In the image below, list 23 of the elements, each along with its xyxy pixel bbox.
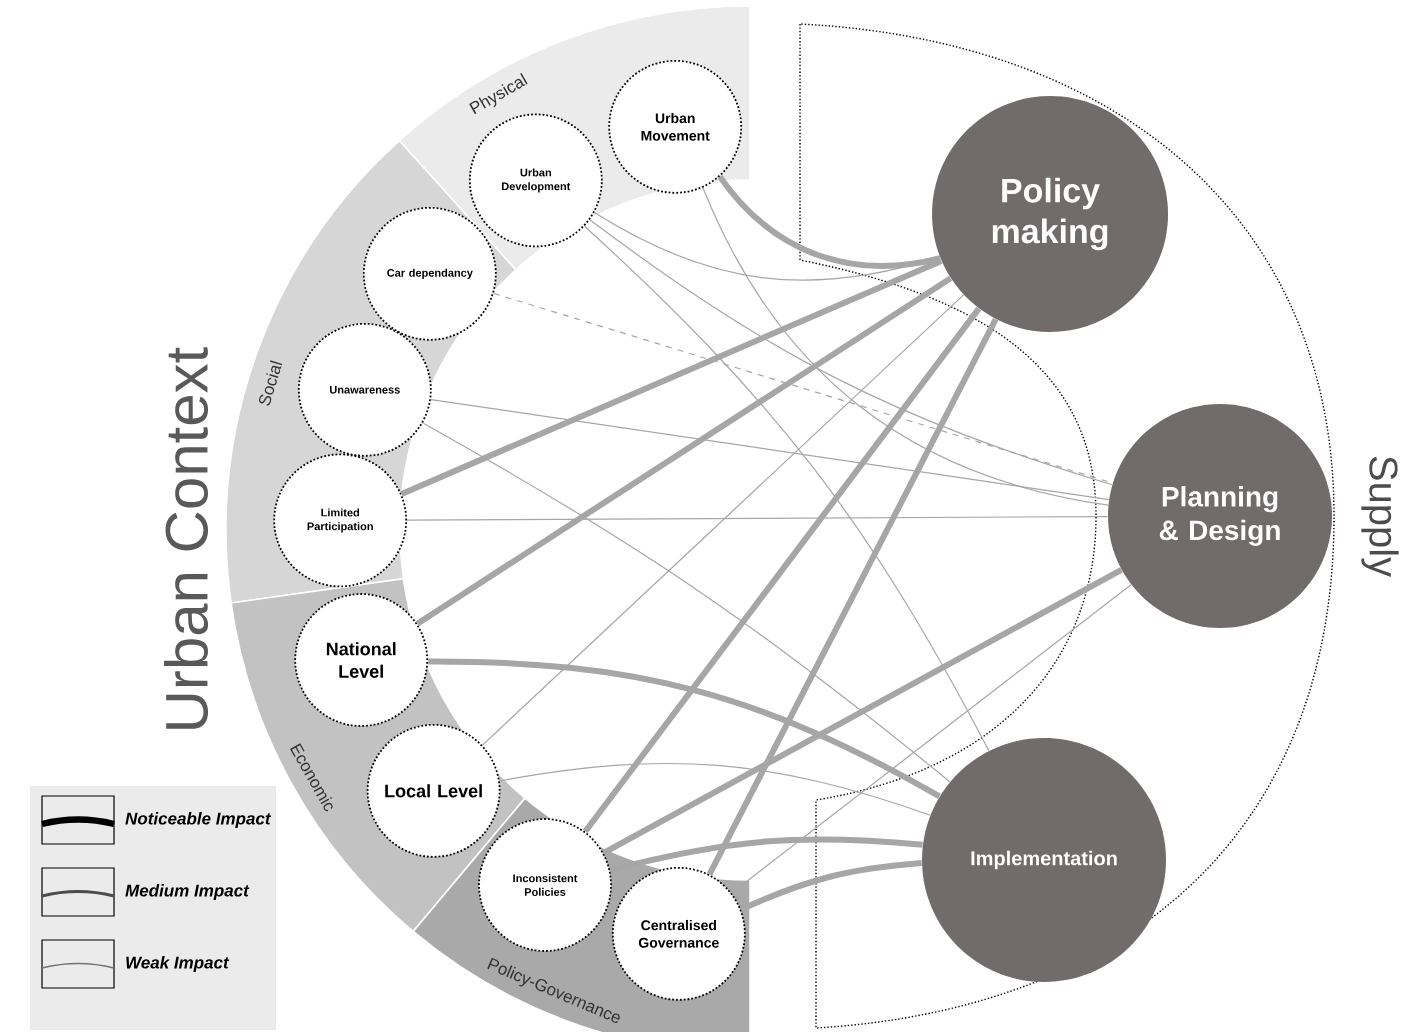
impact-line	[481, 294, 965, 746]
impact-line	[739, 860, 922, 913]
impact-line	[702, 187, 1109, 506]
impact-line	[415, 275, 953, 627]
impact-line	[582, 306, 982, 834]
heading: Urban Context	[163, 347, 209, 729]
impact-line	[406, 515, 1109, 521]
node-label: Supply	[1361, 456, 1399, 578]
impact-line	[717, 174, 941, 269]
impact-line	[589, 219, 1113, 486]
impact-line	[731, 584, 1132, 894]
impact-line	[430, 398, 1110, 501]
impact-line	[499, 763, 931, 816]
impact-line	[602, 567, 1123, 856]
legend-text: Weak Impact	[126, 956, 230, 972]
impact-line	[583, 225, 990, 752]
impact-line	[493, 292, 1114, 484]
impact-line	[400, 258, 943, 497]
impact-line	[422, 422, 951, 783]
impact-line	[609, 836, 923, 873]
impact-line	[593, 211, 941, 281]
impact-line	[706, 317, 999, 876]
impact-line	[428, 658, 941, 799]
